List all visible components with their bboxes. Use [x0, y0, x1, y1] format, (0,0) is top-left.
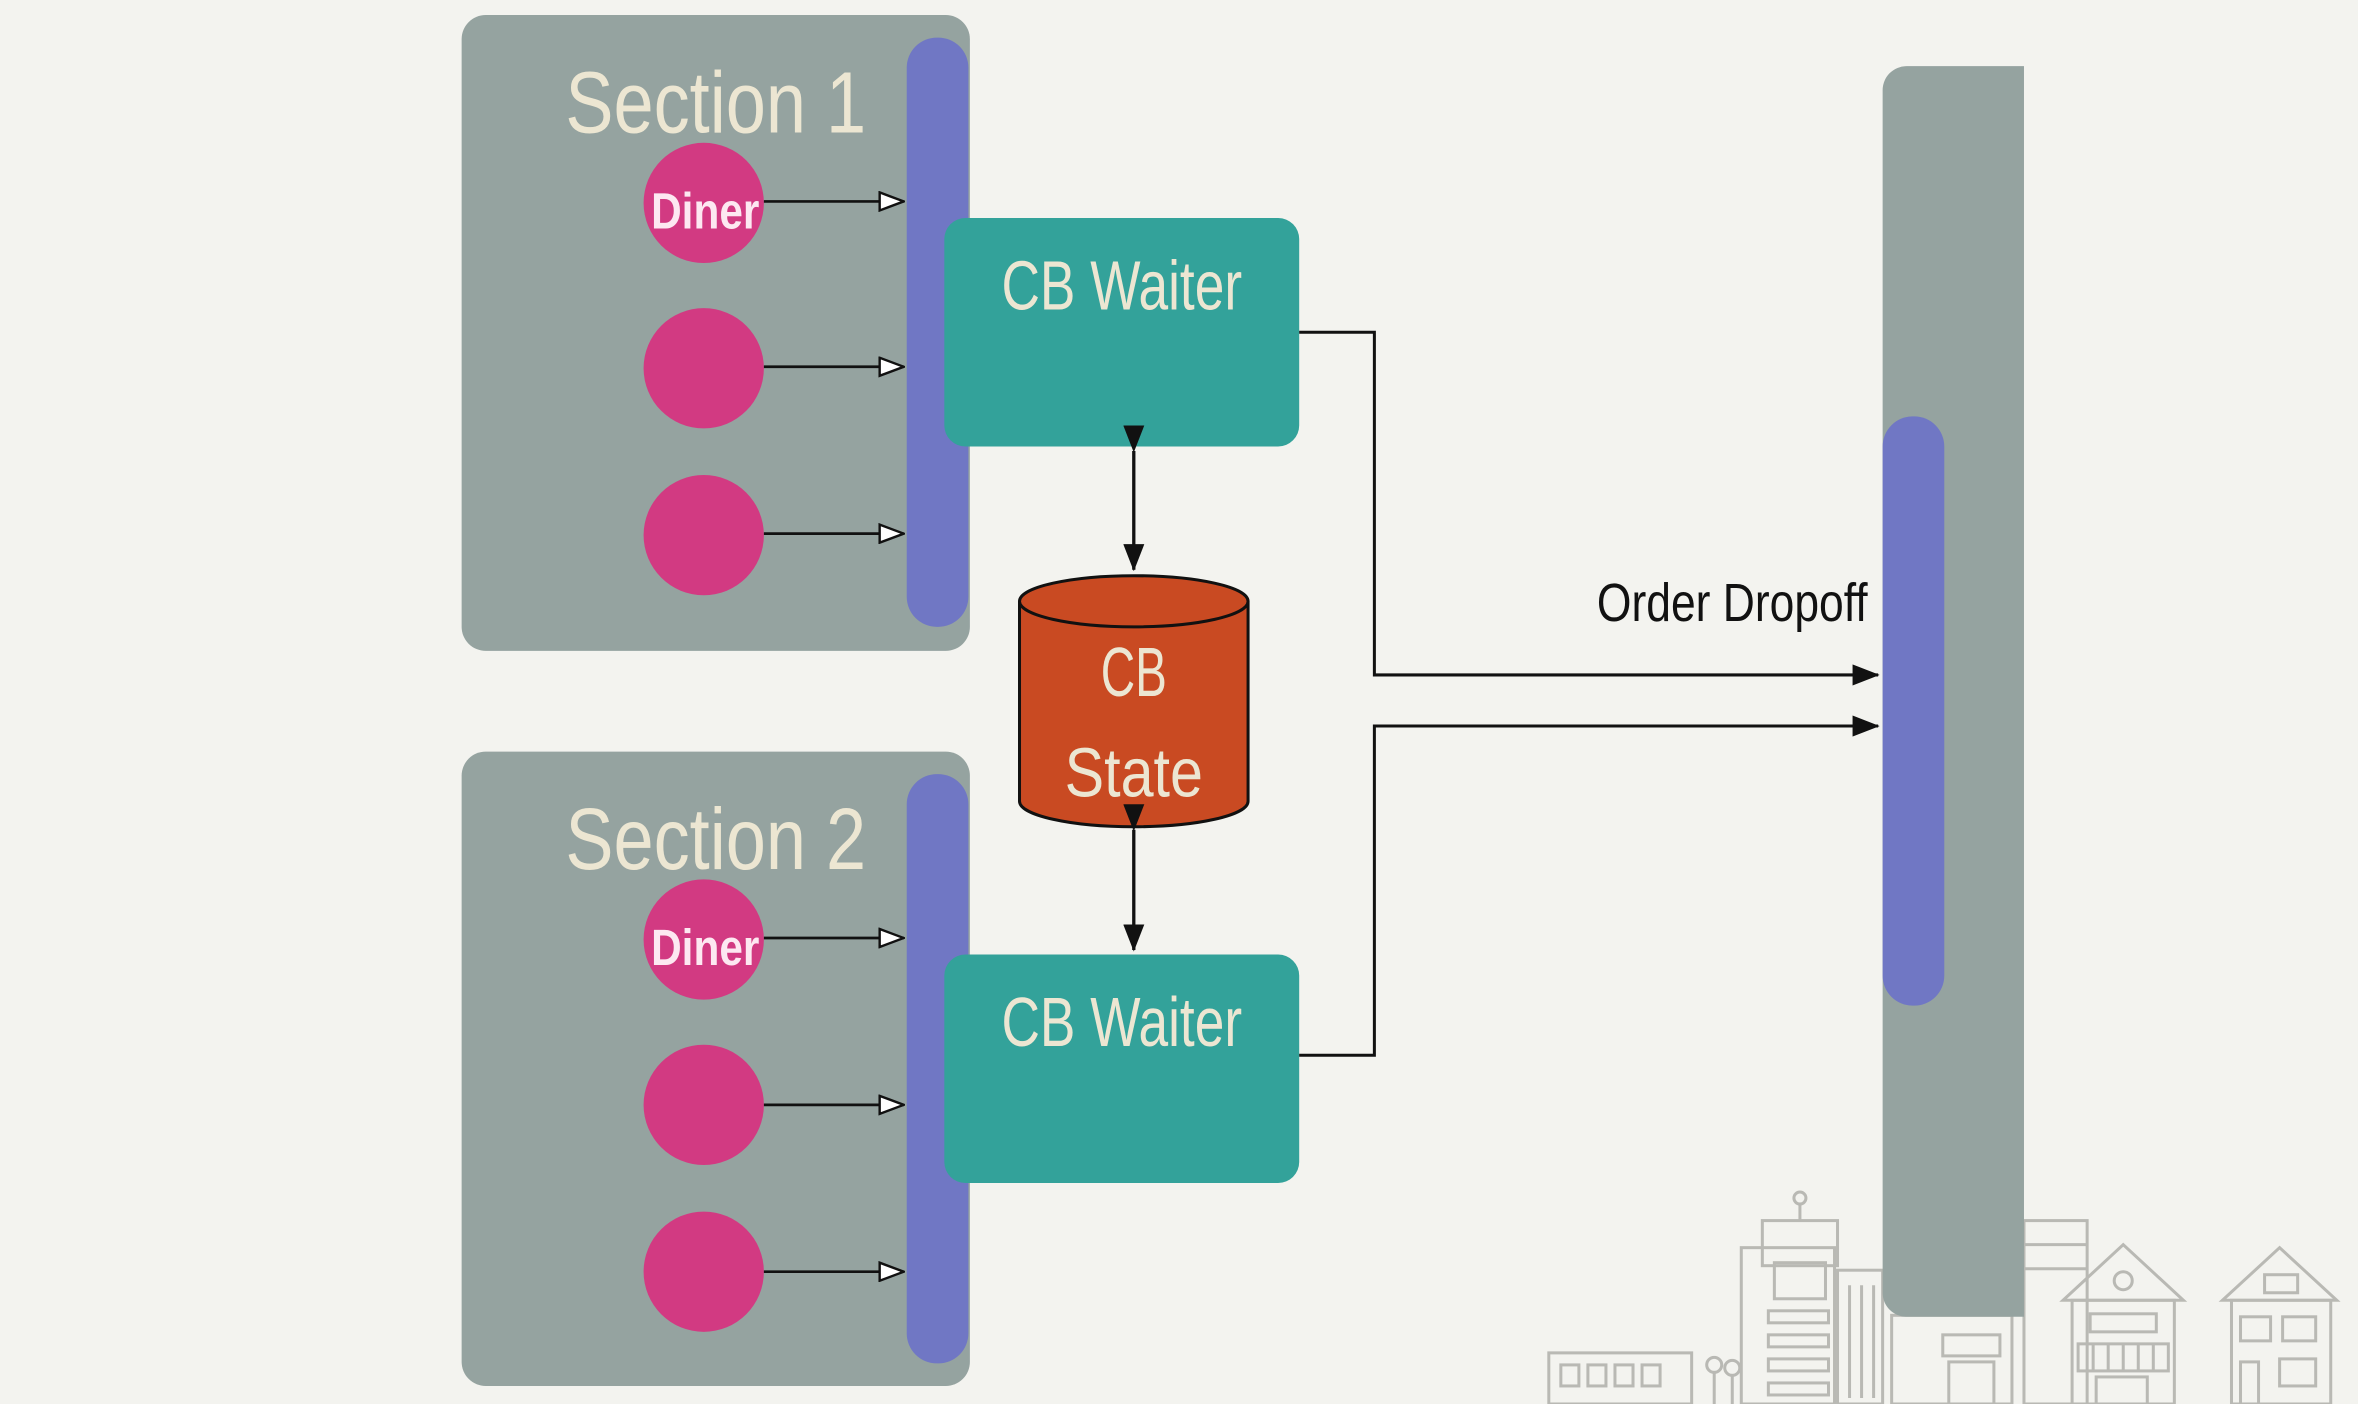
diner-label-s1: Diner — [651, 182, 759, 239]
diner-s2-1 — [643, 879, 764, 1000]
dropoff-arrow-2 — [1299, 715, 1880, 1057]
section-queue-bar-1 — [906, 37, 969, 627]
diner-s1-3 — [643, 475, 764, 596]
state-database — [1018, 574, 1250, 829]
state-label-line2: State — [1065, 734, 1203, 812]
dropoff-connectors — [1299, 330, 1880, 1057]
diner-arrows — [763, 201, 904, 1271]
state-label-line1: CB — [1101, 633, 1167, 711]
order-dropoff-label: Order Dropoff — [1597, 573, 1868, 633]
dropoff-arrow-1 — [1299, 330, 1880, 686]
waiter-box-1 — [944, 217, 1300, 447]
waiter-box-2 — [944, 954, 1300, 1184]
diner-s1-1 — [643, 142, 764, 264]
section-queue-bar-2 — [906, 774, 969, 1364]
section-title-2: Section 2 — [565, 791, 866, 888]
diner-label-s2: Diner — [651, 919, 759, 976]
section-title-1: Section 1 — [565, 54, 866, 151]
waiter-label-2: CB Waiter — [1001, 983, 1242, 1061]
diner-s2-2 — [643, 1044, 764, 1165]
diner-s1-2 — [643, 308, 764, 429]
order-dropoff-queue — [1882, 416, 1945, 1006]
waiter-label-1: CB Waiter — [1001, 247, 1242, 325]
diner-s2-3 — [643, 1211, 764, 1332]
